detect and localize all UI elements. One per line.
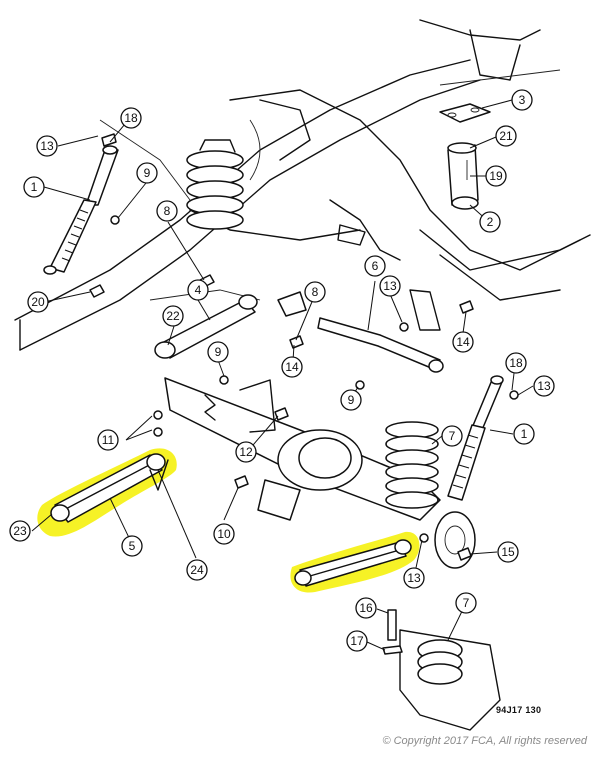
callout-11: 11 <box>97 429 119 451</box>
callout-5: 5 <box>121 535 143 557</box>
callout-13: 13 <box>379 275 401 297</box>
callout-2: 2 <box>479 211 501 233</box>
callout-9: 9 <box>207 341 229 363</box>
svg-text:18: 18 <box>124 111 138 125</box>
callout-10: 10 <box>213 523 235 545</box>
copyright-notice: © Copyright 2017 FCA, All rights reserve… <box>382 735 587 747</box>
svg-text:14: 14 <box>456 335 470 349</box>
upper-control-arm <box>154 291 307 359</box>
jounce-bumper-assembly <box>439 103 491 210</box>
callout-13: 13 <box>533 375 555 397</box>
right-lower-control-arm <box>294 539 412 587</box>
callout-9: 9 <box>340 389 362 411</box>
callout-1: 1 <box>513 423 535 445</box>
track-bar <box>317 289 444 373</box>
svg-text:3: 3 <box>519 93 526 107</box>
rear-axle-housing <box>164 377 441 521</box>
svg-text:13: 13 <box>383 279 397 293</box>
fasteners <box>89 133 519 561</box>
svg-text:1: 1 <box>31 180 38 194</box>
svg-text:13: 13 <box>40 139 54 153</box>
callout-14: 14 <box>281 356 303 378</box>
callout-19: 19 <box>485 165 507 187</box>
svg-text:4: 4 <box>195 283 202 297</box>
svg-text:24: 24 <box>190 563 204 577</box>
callout-22: 22 <box>162 305 184 327</box>
svg-text:8: 8 <box>312 285 319 299</box>
callout-7: 7 <box>441 425 463 447</box>
svg-text:15: 15 <box>501 545 515 559</box>
callout-1: 1 <box>23 176 45 198</box>
svg-text:11: 11 <box>102 433 115 447</box>
left-coil-spring <box>186 139 244 230</box>
left-lower-control-arm <box>50 453 169 523</box>
right-coil-spring <box>385 421 439 509</box>
brake-backing-plate <box>434 511 476 569</box>
callout-7: 7 <box>455 592 477 614</box>
svg-text:18: 18 <box>509 356 523 370</box>
callout-21: 21 <box>495 125 517 147</box>
callout-20: 20 <box>27 291 49 313</box>
callout-8: 8 <box>304 281 326 303</box>
callout-9: 9 <box>136 162 158 184</box>
svg-text:10: 10 <box>217 527 231 541</box>
svg-text:22: 22 <box>166 309 180 323</box>
figure-code: 94J17 130 <box>496 705 542 715</box>
lower-spring-seat <box>382 609 501 731</box>
callout-3: 3 <box>511 89 533 111</box>
callout-23: 23 <box>9 520 31 542</box>
callout-13: 13 <box>36 135 58 157</box>
callout-17: 17 <box>346 630 368 652</box>
svg-text:17: 17 <box>350 634 364 648</box>
callout-18: 18 <box>120 107 142 129</box>
svg-text:7: 7 <box>449 429 456 443</box>
svg-text:20: 20 <box>31 295 45 309</box>
callout-13: 13 <box>403 567 425 589</box>
svg-text:12: 12 <box>239 445 253 459</box>
callout-6: 6 <box>364 255 386 277</box>
callout-16: 16 <box>355 597 377 619</box>
svg-text:14: 14 <box>285 360 299 374</box>
svg-text:16: 16 <box>359 601 373 615</box>
svg-text:6: 6 <box>372 259 379 273</box>
svg-text:9: 9 <box>348 393 355 407</box>
left-shock-absorber <box>43 145 119 275</box>
svg-text:8: 8 <box>164 204 171 218</box>
callout-8: 8 <box>156 200 178 222</box>
svg-text:5: 5 <box>129 539 136 553</box>
svg-text:1: 1 <box>521 427 528 441</box>
svg-text:23: 23 <box>13 524 27 538</box>
callout-15: 15 <box>497 541 519 563</box>
svg-text:13: 13 <box>537 379 551 393</box>
svg-text:7: 7 <box>463 596 470 610</box>
svg-text:2: 2 <box>487 215 494 229</box>
callout-18: 18 <box>505 352 527 374</box>
callout-14: 14 <box>452 331 474 353</box>
callout-4: 4 <box>187 279 209 301</box>
leader-lines <box>31 99 534 651</box>
svg-text:13: 13 <box>407 571 421 585</box>
svg-text:19: 19 <box>489 169 503 183</box>
callout-12: 12 <box>235 441 257 463</box>
callout-24: 24 <box>186 559 208 581</box>
svg-text:9: 9 <box>144 166 151 180</box>
svg-text:9: 9 <box>215 345 222 359</box>
svg-text:21: 21 <box>499 129 513 143</box>
right-shock-absorber <box>447 375 504 501</box>
